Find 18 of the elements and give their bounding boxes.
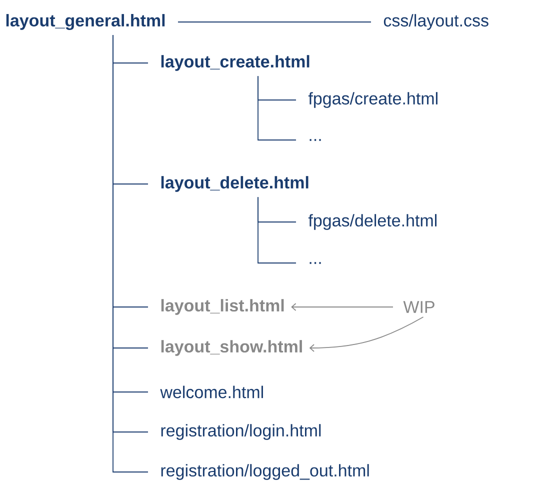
file-name: fpgas/create.html [308, 92, 438, 108]
file-name: layout_list.html [161, 299, 284, 315]
file-name: layout_general.html [6, 14, 165, 30]
file-name: layout_delete.html [161, 176, 308, 192]
file-name: welcome.html [160, 386, 263, 398]
file-name: registration/login.html [161, 424, 321, 440]
tree-line [258, 196, 296, 264]
file-name: fpgas/delete.html [308, 214, 437, 230]
file-name: css/layout.css [384, 14, 488, 30]
arrow [291, 303, 394, 311]
file-name: layout_create.html [161, 55, 310, 71]
file-name: ... [310, 139, 321, 141]
status-label: WIP [403, 301, 434, 313]
file-name: layout_show.html [161, 340, 302, 356]
file-name: registration/logged_out.html [161, 464, 369, 480]
tree-line [258, 76, 296, 140]
file-name: ... [310, 262, 321, 264]
arrow [309, 316, 424, 352]
